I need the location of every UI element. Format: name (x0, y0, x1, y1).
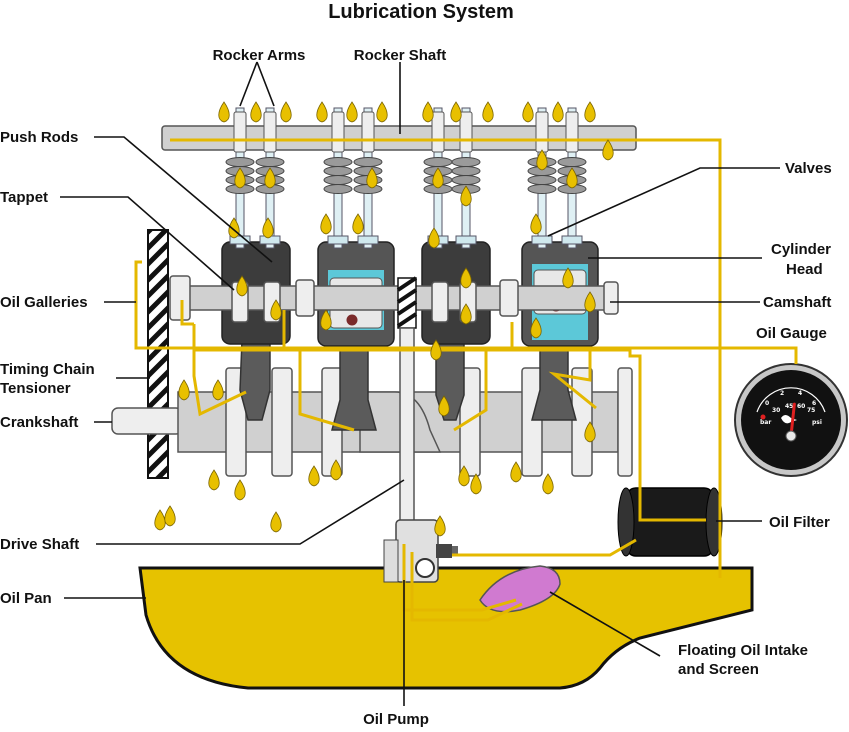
label-tensioner: Tensioner (0, 380, 71, 397)
oil-drop (270, 511, 282, 533)
oil-drop (510, 461, 522, 483)
oil-drop (270, 299, 282, 321)
oil-drop (316, 101, 328, 123)
gauge-unit-psi: psi (812, 419, 822, 426)
oil-drop (366, 167, 378, 189)
oil-drops (154, 101, 614, 537)
valve-assembly (451, 107, 481, 249)
oil-gauge: 0 2 4 6 30 45 60 75 bar psi (734, 363, 848, 477)
connecting-rods (239, 329, 577, 431)
oil-drop (458, 465, 470, 487)
oil-drop (264, 167, 276, 189)
oil-drop (584, 291, 596, 313)
label-drive-shaft: Drive Shaft (0, 536, 79, 553)
gauge-tick-6: 6 (812, 400, 816, 407)
oil-drop (376, 101, 388, 123)
oil-drop (470, 473, 482, 495)
oil-drop (236, 275, 248, 297)
label-tappet: Tappet (0, 189, 48, 206)
timing-chain-tensioner (147, 229, 169, 479)
oil-drop (352, 213, 364, 235)
label-crankshaft: Crankshaft (0, 414, 78, 431)
label-head: Head (786, 261, 823, 278)
oil-drop (584, 101, 596, 123)
oil-drop (234, 479, 246, 501)
gauge-tick-4: 4 (798, 390, 802, 397)
leader-lines (60, 61, 780, 706)
oil-drop (584, 421, 596, 443)
oil-pump (383, 519, 458, 583)
oil-drop (434, 515, 446, 537)
oil-filter (617, 487, 723, 557)
oil-drop (320, 213, 332, 235)
oil-drop (428, 227, 440, 249)
oil-drop (482, 101, 494, 123)
label-oil-pump: Oil Pump (363, 711, 429, 728)
oil-pan (138, 566, 754, 690)
oil-drop (522, 101, 534, 123)
label-rocker-arms: Rocker Arms (213, 47, 306, 64)
rocker-shaft (161, 125, 637, 151)
oil-drop (460, 267, 472, 289)
oil-drop (262, 217, 274, 239)
oil-drop (430, 339, 442, 361)
oil-drop (346, 101, 358, 123)
valve-assembly (323, 107, 353, 249)
gauge-psi-75: 75 (807, 407, 815, 414)
oil-drop (330, 459, 342, 481)
label-and-screen: and Screen (678, 661, 759, 678)
oil-drop (530, 213, 542, 235)
oil-drop (154, 509, 166, 531)
gauge-psi-30: 30 (772, 407, 780, 414)
oil-drop (432, 167, 444, 189)
label-floating-oil-intake: Floating Oil Intake (678, 642, 808, 659)
label-timing-chain: Timing Chain (0, 361, 95, 378)
oil-drop (542, 473, 554, 495)
oil-drop (218, 101, 230, 123)
oil-drop (212, 379, 224, 401)
oil-drop (208, 469, 220, 491)
oil-drop (562, 267, 574, 289)
drive-shaft (399, 327, 415, 539)
label-push-rods: Push Rods (0, 129, 78, 146)
label-oil-galleries: Oil Galleries (0, 294, 88, 311)
oil-drop (164, 505, 176, 527)
oil-drop (234, 167, 246, 189)
oil-drop (460, 303, 472, 325)
oil-lines (134, 138, 798, 622)
label-oil-gauge: Oil Gauge (756, 325, 827, 342)
label-oil-filter: Oil Filter (769, 514, 830, 531)
oil-drop (602, 139, 614, 161)
oil-drop (250, 101, 262, 123)
oil-drop (450, 101, 462, 123)
oil-drop (308, 465, 320, 487)
label-rocker-shaft: Rocker Shaft (354, 47, 447, 64)
oil-drop (422, 101, 434, 123)
oil-drop (320, 309, 332, 331)
label-cylinder: Cylinder (771, 241, 831, 258)
oil-drop (566, 167, 578, 189)
diagram-title: Lubrication System (328, 1, 514, 23)
oil-drop (460, 185, 472, 207)
gauge-psi-60: 60 (797, 403, 805, 410)
oil-drop (178, 379, 190, 401)
labels: Rocker Arms Rocker Shaft Push Rods Tappe… (0, 47, 832, 728)
gauge-tick-0: 0 (765, 400, 769, 407)
gauge-unit-bar: bar (760, 419, 771, 426)
label-oil-pan: Oil Pan (0, 590, 52, 607)
label-camshaft: Camshaft (763, 294, 831, 311)
oil-drop (280, 101, 292, 123)
oil-drop (536, 149, 548, 171)
label-valves: Valves (785, 160, 832, 177)
oil-drop (438, 395, 450, 417)
gauge-tick-2: 2 (780, 390, 784, 397)
oil-drop (530, 317, 542, 339)
oil-drop (552, 101, 564, 123)
gauge-psi-45: 45 (785, 403, 793, 410)
